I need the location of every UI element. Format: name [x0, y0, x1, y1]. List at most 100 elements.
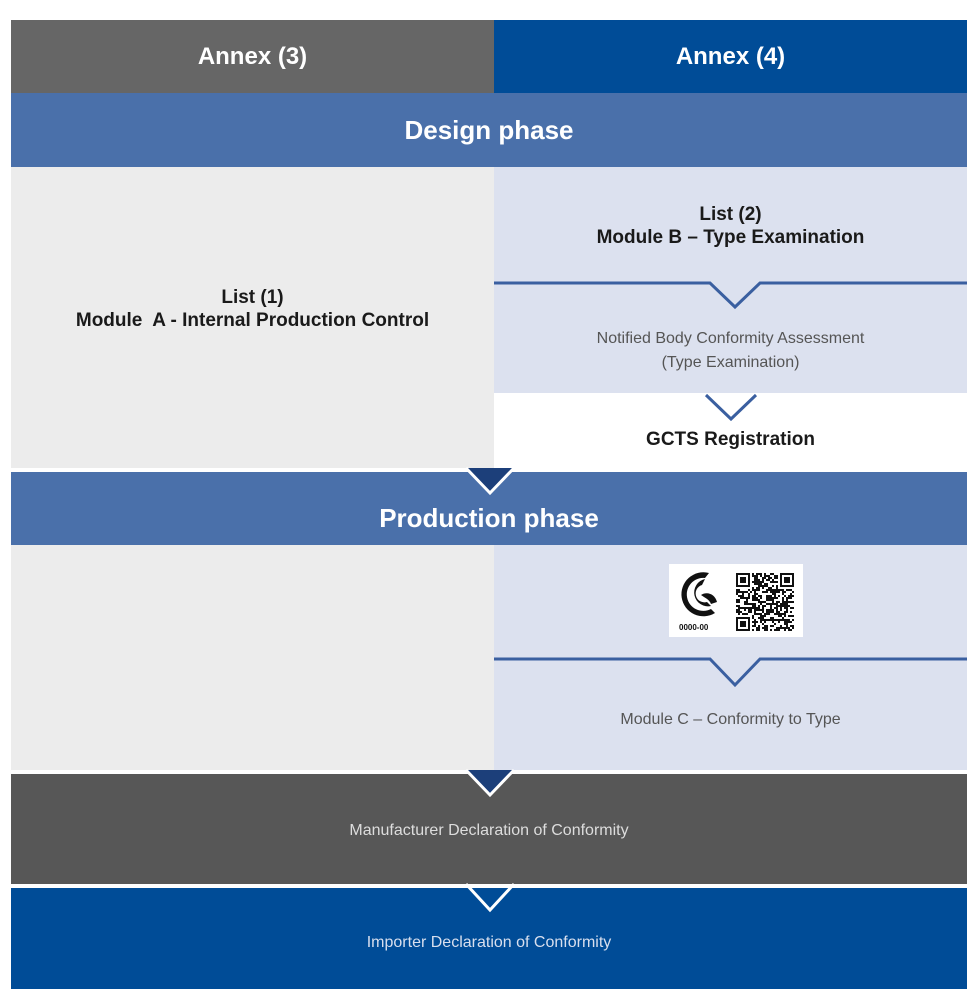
qr-module [738, 601, 740, 603]
qr-module [776, 611, 778, 613]
qr-module [750, 609, 752, 611]
qr-code-icon [736, 573, 794, 631]
annex-4-header: Annex (4) [494, 20, 967, 93]
qr-module [776, 597, 778, 599]
qr-module [738, 595, 740, 597]
qr-module [790, 593, 792, 595]
annex-3-label: Annex (3) [197, 42, 308, 70]
qr-module [782, 613, 784, 615]
qr-module [754, 583, 756, 585]
qr-module [756, 609, 758, 611]
qr-module [770, 599, 772, 601]
qr-module [770, 619, 772, 621]
qr-module [774, 575, 776, 577]
qr-module [782, 601, 784, 603]
qr-module [784, 603, 786, 605]
qr-module [754, 603, 756, 605]
module-b-box: List (2) Module B – Type Examination [494, 196, 967, 256]
qr-module [772, 603, 774, 605]
qr-module [772, 609, 774, 611]
qr-module [778, 605, 780, 607]
qr-module [782, 589, 784, 591]
qr-module [780, 627, 782, 629]
qr-module [736, 589, 738, 591]
qr-module [786, 603, 788, 605]
qr-module [774, 597, 776, 599]
qr-module [770, 605, 772, 607]
qr-module [748, 609, 750, 611]
qr-module [764, 605, 766, 607]
qr-module [766, 629, 768, 631]
qr-module [786, 607, 788, 609]
qr-module [792, 615, 794, 617]
qr-module [770, 603, 772, 605]
qr-module [752, 589, 754, 591]
qr-module [736, 593, 738, 595]
qr-module [782, 627, 784, 629]
qr-module [764, 619, 766, 621]
qr-module [746, 599, 748, 601]
gcts-registration-label: GCTS Registration [646, 429, 815, 450]
module-b-label: Module B – Type Examination [596, 227, 865, 248]
design-phase-bar: Design phase [11, 93, 967, 167]
qr-module [754, 623, 756, 625]
marking-card: 0000-00 [669, 564, 803, 637]
qr-module [778, 595, 780, 597]
qr-module [738, 611, 740, 613]
qr-module [792, 601, 794, 603]
qr-module [772, 591, 774, 593]
qr-module [776, 589, 778, 591]
qr-module [762, 577, 764, 579]
qr-module [788, 629, 790, 631]
qr-module [764, 601, 766, 603]
qr-module [762, 607, 764, 609]
qr-module [752, 603, 754, 605]
qr-module [776, 603, 778, 605]
qr-module [782, 603, 784, 605]
qr-module [752, 587, 754, 589]
qr-module [758, 629, 760, 631]
qr-module [792, 625, 794, 627]
qr-module [790, 615, 792, 617]
module-c-label: Module C – Conformity to Type [620, 711, 841, 728]
qr-module [764, 625, 766, 627]
qr-module [736, 599, 738, 601]
qr-module [752, 581, 754, 583]
qr-module [770, 629, 772, 631]
qr-module [756, 599, 758, 601]
qr-module [780, 589, 782, 591]
qr-module [772, 599, 774, 601]
qr-module [748, 589, 750, 591]
qr-module [766, 611, 768, 613]
qr-module [786, 625, 788, 627]
qr-module [742, 613, 744, 615]
qr-module [784, 627, 786, 629]
qr-module [738, 591, 740, 593]
qr-module [744, 603, 746, 605]
qr-module [750, 603, 752, 605]
qr-module [754, 579, 756, 581]
qr-module [750, 591, 752, 593]
qr-module [790, 589, 792, 591]
qr-module [776, 627, 778, 629]
qr-module [762, 627, 764, 629]
qr-module [780, 625, 782, 627]
qr-module [776, 581, 778, 583]
qr-module [738, 599, 740, 601]
qr-module [784, 577, 790, 583]
qr-module [778, 613, 780, 615]
qr-module [740, 607, 742, 609]
qr-module [758, 613, 760, 615]
qr-module [784, 605, 786, 607]
qr-module [736, 611, 738, 613]
qr-module [790, 595, 792, 597]
qr-module [742, 607, 744, 609]
qr-module [776, 605, 778, 607]
qr-module [788, 619, 790, 621]
qr-module [770, 591, 772, 593]
qr-module [752, 615, 754, 617]
qr-module [770, 587, 772, 589]
qr-module [758, 589, 760, 591]
qr-module [742, 597, 744, 599]
qr-module [788, 621, 790, 623]
